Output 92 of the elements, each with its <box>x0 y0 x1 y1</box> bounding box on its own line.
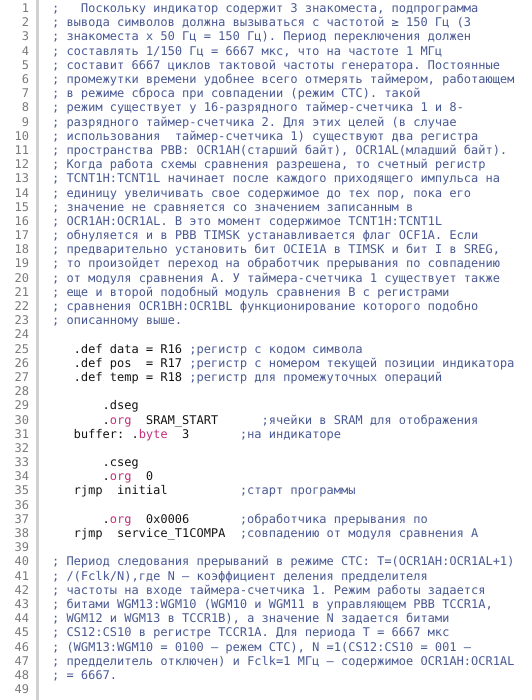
line-number: 17 <box>14 228 29 242</box>
line-number: 18 <box>14 242 29 256</box>
line-number: 49 <box>14 682 29 696</box>
line-number: 23 <box>14 313 29 328</box>
code-line: rjmp initial ;старт программы <box>74 483 356 498</box>
line-number: 25 <box>14 342 29 356</box>
comment-line: ; составлять 1/150 Гц = 6667 мкс, что на частоте 1 МГц <box>52 44 442 58</box>
line-number: 41 <box>14 568 29 583</box>
comment-line: ; в режиме сброса при совпадении (режим CTC). такой <box>52 86 420 100</box>
code-line: .dseg <box>102 398 139 412</box>
line-number: 45 <box>14 625 29 640</box>
line-number: 35 <box>14 483 29 498</box>
line-number: 15 <box>14 200 29 214</box>
comment-line: ; пространства РВВ: OCR1AH(старший байт), OCR1AL(младший байт). <box>52 142 508 157</box>
line-number: 30 <box>14 412 29 427</box>
comment-line: ; предделитель отключен) и Fclk=1 МГц – содержимое OCR1AH:OCR1AL <box>52 654 514 668</box>
line-number: 38 <box>14 526 29 540</box>
comment-line: ; /(Fclk/N),где N – коэффициент деления предделителя <box>52 568 428 583</box>
line-number: 37 <box>14 512 29 526</box>
comment-line: ; знакоместа х 50 Гц = 150 Гц). Период переключения должен <box>52 29 472 44</box>
code-line: .def pos = R17 ;регистр с номером текущей позиции индикатора <box>74 356 514 370</box>
line-number: 12 <box>14 157 29 172</box>
comment-line: ; вывода символов должна вызываться с частотой ≥ 150 Гц (3 <box>52 15 472 30</box>
comment-line: ; разрядного таймер-счетчика 2. Для этих целей (в случае <box>52 114 457 129</box>
line-number: 31 <box>14 426 29 441</box>
comment-line: ; TCNT1H:TCNT1L начинает после каждого приходящего импульса на <box>52 171 500 186</box>
line-number: 39 <box>14 540 29 554</box>
code-line: .org SRAM_START ;ячейки в SRAM для отображения <box>102 412 478 427</box>
line-number: 11 <box>14 142 29 157</box>
line-number: 28 <box>14 384 29 398</box>
comment-line: ; еще и второй подобный модуль сравнения В с регистрами <box>52 284 450 299</box>
line-number: 43 <box>14 596 29 611</box>
code-line: buffer: .byte 3 ;на индикаторе <box>74 426 341 441</box>
line-number: 26 <box>14 356 29 370</box>
comment-line: ; составит 6667 циклов тактовой частоты генератора. Постоянные <box>52 58 500 72</box>
comment-line: ; значение не сравняется со значением записанным в <box>52 200 414 214</box>
comment-line: ; Когда работа схемы сравнения разрешена, то счетный регистр <box>52 157 486 172</box>
line-number: 29 <box>14 398 29 412</box>
code-line: rjmp service_T1COMPA ;совпадению от модуля сравнения А <box>74 526 478 540</box>
comment-line: ; (WGM13:WGM10 = 0100 – режем CTC), N =1(CS12:CS10 = 001 – <box>52 640 472 654</box>
line-number: 21 <box>14 284 29 299</box>
comment-line: ; промежутки времени удобнее всего отмерять таймером, работающем <box>52 72 514 86</box>
line-number: 8 <box>20 100 29 114</box>
comment-line: ; от модуля сравнения А. У таймера-счетчика 1 существует также <box>52 270 500 285</box>
line-number: 13 <box>14 171 29 186</box>
line-number: 20 <box>14 270 29 285</box>
comment-line: ; OCR1AH:OCR1AL. В это момент содержимое TCNT1H:TCNT1L <box>52 214 442 228</box>
line-number: 5 <box>20 58 29 72</box>
comment-line: ; = 6667. <box>52 668 118 682</box>
code-line: .org 0 <box>102 469 154 484</box>
comment-line: ; то произойдет переход на обработчик прерывания по совпадению <box>52 256 500 270</box>
line-number: 14 <box>14 186 29 200</box>
code-line: .org 0x0006 ;обработчика прерывания по <box>102 512 428 526</box>
code-line: .def temp = R18 ;регистр для промежуточных операций <box>74 370 442 384</box>
line-number: 33 <box>14 455 29 470</box>
line-number: 7 <box>20 86 29 100</box>
comment-line: ; режим существует у 16-разрядного таймер-счетчика 1 и 8- <box>52 100 464 114</box>
line-number: 1 <box>20 1 29 16</box>
comment-line: ; Поскольку индикатор содержит 3 знакоместа, подпрограмма <box>52 1 478 16</box>
line-number: 24 <box>14 327 29 342</box>
line-number: 19 <box>14 256 29 270</box>
line-number: 27 <box>14 370 29 384</box>
comment-line: ; обнуляется и в РВВ TIMSK устанавливается флаг OCF1A. Если <box>52 228 478 242</box>
line-number: 22 <box>14 299 29 314</box>
comment-line: ; CS12:CS10 в регистре TCCR1A. Для периода T = 6667 мкс <box>52 625 450 640</box>
line-number: 10 <box>14 128 29 143</box>
line-number: 4 <box>20 44 29 58</box>
line-number: 3 <box>20 29 29 44</box>
code-line: .def data = R16 ;регистр с кодом символа <box>74 342 363 356</box>
code-line: .cseg <box>102 455 139 470</box>
comment-line: ; сравнения OCR1BH:OCR1BL функционирование которого подобно <box>52 299 478 314</box>
comment-line: ; использования таймер-счетчика 1) существуют два регистра <box>52 128 478 143</box>
line-number: 46 <box>14 640 29 654</box>
comment-line: ; описанному выше. <box>52 313 182 328</box>
comment-line: ; Период следования прерываний в режиме CTC: T=(OCR1AH:OCR1AL+1) <box>52 554 514 568</box>
line-number: 32 <box>14 440 29 455</box>
comment-line: ; предварительно установить бит OCIE1A в TIMSK и бит I в SREG, <box>52 242 500 256</box>
line-number: 47 <box>14 654 29 668</box>
comment-line: ; битами WGM13:WGM10 (WGM10 и WGM11 в управляющем РВВ TCCR1A, <box>52 596 493 611</box>
line-number: 34 <box>14 469 29 484</box>
line-number: 2 <box>20 15 29 30</box>
line-number: 9 <box>20 114 29 129</box>
line-number: 36 <box>14 498 29 512</box>
line-number: 40 <box>14 554 29 568</box>
comment-line: ; частоты на входе таймера-счетчика 1. Режим работы задается <box>52 582 486 597</box>
line-number: 44 <box>14 611 29 626</box>
line-number: 42 <box>14 582 29 597</box>
comment-line: ; единицу увеличивать свое содержимое до тех пор, пока его <box>52 186 472 200</box>
line-number: 16 <box>14 214 29 228</box>
line-number: 6 <box>20 72 29 86</box>
line-number: 48 <box>14 668 29 682</box>
comment-line: ; WGM12 и WGM13 в TCCR1B), а значение N задается битами <box>52 611 450 626</box>
